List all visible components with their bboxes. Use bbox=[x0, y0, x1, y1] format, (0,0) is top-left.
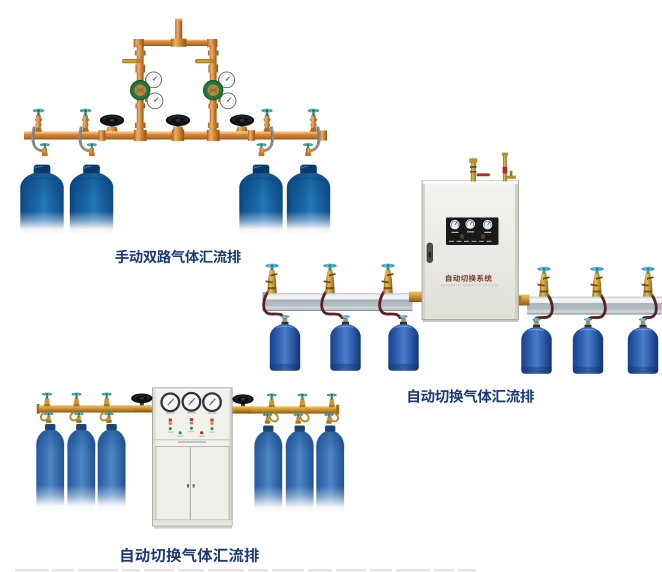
svg-text:AUTOMATIC MANIFOLD SYSTEM: AUTOMATIC MANIFOLD SYSTEM bbox=[440, 284, 497, 288]
